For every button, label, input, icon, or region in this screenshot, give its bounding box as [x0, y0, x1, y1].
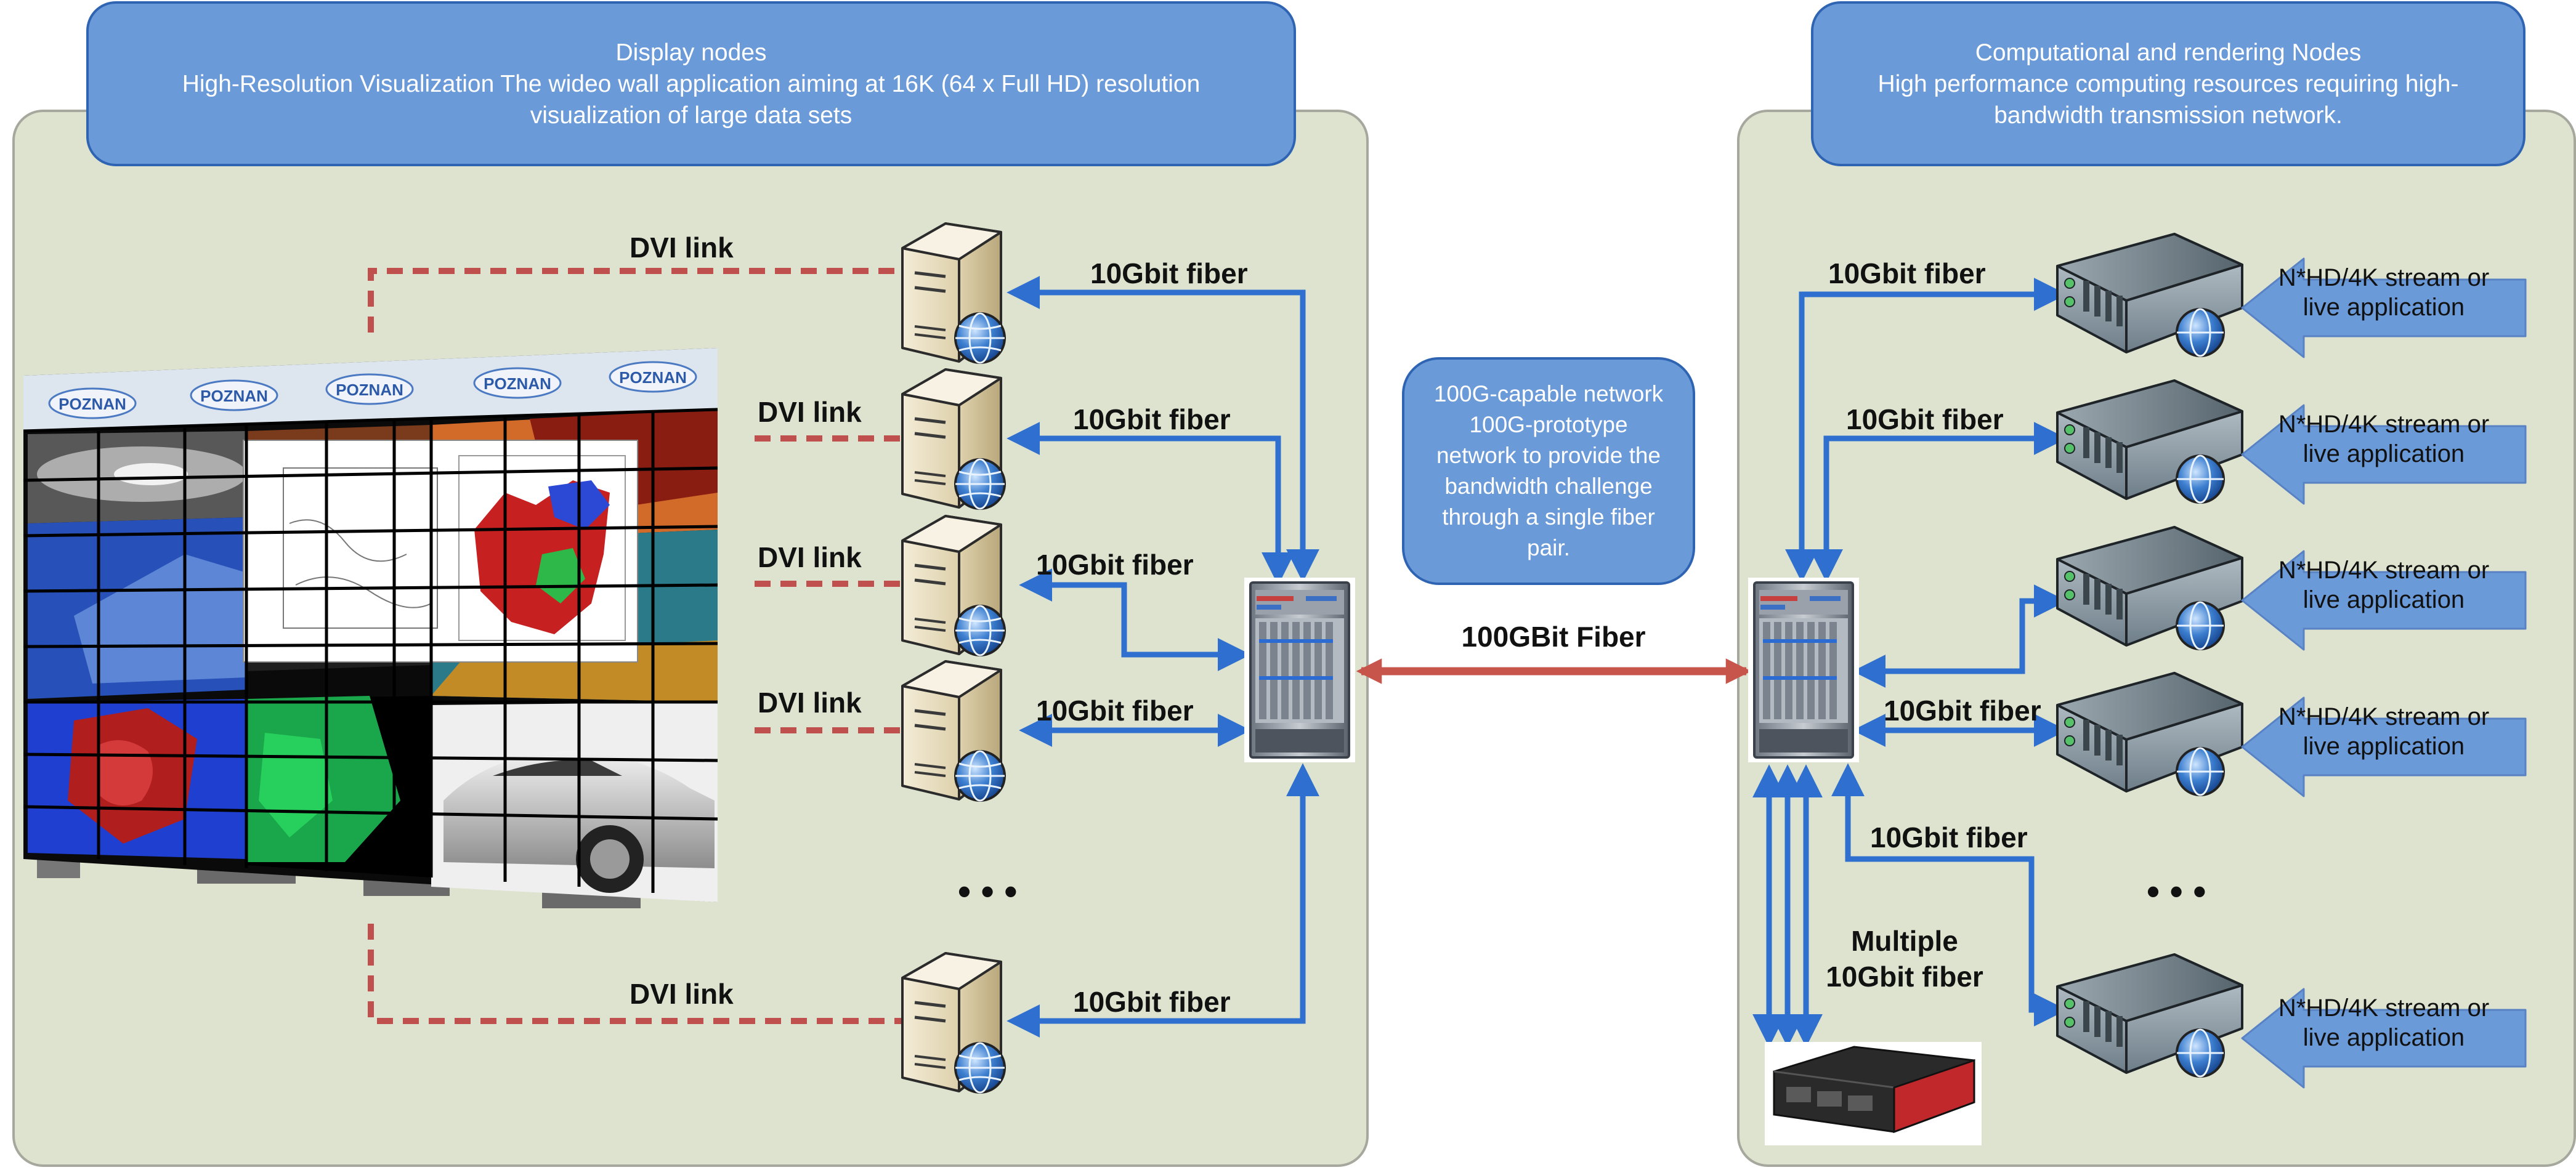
fiber-10g-label: 10Gbit fiber	[1846, 403, 2004, 435]
network-info-text: 100G-capable network 100G-prototype netw…	[1434, 381, 1664, 560]
stream-label: live application	[2303, 733, 2465, 760]
video-wall-image: POZNAN POZNAN POZNAN POZNAN POZNAN	[23, 348, 718, 908]
display-node-pc	[902, 661, 1005, 801]
fiber-10g-label: 10Gbit fiber	[1073, 403, 1231, 435]
stream-label: N*HD/4K stream or	[2278, 994, 2489, 1022]
display-header-line: High-Resolution Visualization The wideo …	[182, 70, 1201, 97]
network-info-line: through a single fiber	[1442, 504, 1655, 530]
display-node-pc	[902, 224, 1005, 363]
wall-logo-text: POZNAN	[336, 381, 403, 399]
stream-label: live application	[2303, 586, 2465, 613]
fiber-10g-label: 10Gbit fiber	[1870, 821, 2028, 853]
network-info-line: bandwidth challenge	[1444, 474, 1652, 499]
stream-label: N*HD/4K stream or	[2278, 411, 2489, 438]
fiber-link-line	[1831, 763, 2067, 1027]
dvi-link-line	[368, 268, 905, 333]
fiber-link-line	[1852, 584, 2067, 688]
dvi-link-label: DVI link	[630, 978, 734, 1010]
fiber-10g-label: 10Gbit fiber	[1090, 257, 1248, 289]
display-node-pc	[902, 953, 1005, 1092]
display-header-title: Display nodes	[615, 39, 767, 66]
fiber-100g-label: 100GBit Fiber	[1461, 621, 1645, 653]
display-header-line: visualization of large data sets	[530, 102, 853, 129]
compute-header-title: Computational and rendering Nodes	[1975, 39, 2362, 66]
storage-device	[1765, 1042, 1982, 1145]
fiber-10g-label: 10Gbit fiber	[1036, 549, 1194, 581]
display-node-pc	[902, 369, 1005, 509]
network-info-line: 100G-prototype	[1469, 412, 1627, 437]
fiber-10g-label: 10Gbit fiber	[1884, 695, 2041, 727]
fiber-links-left	[1007, 276, 1319, 1038]
wall-bezel-grid	[23, 408, 718, 893]
left-switch	[1243, 576, 1356, 764]
fiber-10g-label: 10Gbit fiber	[1036, 695, 1194, 727]
stream-label: live application	[2303, 1024, 2465, 1051]
fiber-10g-label: 10Gbit fiber	[1073, 986, 1231, 1018]
dvi-link-label: DVI link	[758, 687, 862, 719]
compute-header-line: bandwidth transmission network.	[1994, 102, 2343, 129]
network-info-line: 100G-capable network	[1434, 381, 1664, 406]
compute-nodes-header: Computational and rendering Nodes High p…	[1811, 1, 2525, 166]
network-info-box	[1402, 357, 1695, 585]
display-node-pc	[902, 516, 1005, 655]
fiber-link-line	[1007, 276, 1319, 583]
multiple-fiber-label: 10Gbit fiber	[1826, 961, 1983, 993]
dvi-link-label: DVI link	[758, 396, 862, 428]
compute-header-line: High performance computing resources req…	[1877, 70, 2459, 97]
dvi-link-line	[368, 924, 905, 1024]
ellipsis-left: • • •	[958, 871, 1017, 912]
fiber-link-line	[1019, 568, 1251, 671]
wall-logo-text: POZNAN	[59, 395, 126, 413]
multiple-fiber-label: Multiple	[1851, 925, 1958, 957]
fiber-link-line	[1007, 422, 1295, 586]
network-info-line: pair.	[1527, 535, 1570, 560]
dvi-link-label: DVI link	[630, 232, 734, 264]
stream-label: N*HD/4K stream or	[2278, 557, 2489, 584]
dvi-link-label: DVI link	[758, 541, 862, 573]
wall-logos: POZNAN POZNAN POZNAN POZNAN POZNAN	[48, 361, 697, 419]
dvi-links	[368, 268, 905, 1024]
fiber-10g-label: 10Gbit fiber	[1828, 257, 1986, 289]
wall-logo-text: POZNAN	[619, 368, 687, 387]
ellipsis-right: • • •	[2147, 871, 2206, 912]
right-switch	[1747, 576, 1860, 764]
wall-logo-text: POZNAN	[484, 374, 551, 393]
fiber-link-line	[1785, 278, 2067, 583]
fiber-links-right	[1752, 278, 2067, 1047]
network-info-line: network to provide the	[1436, 443, 1661, 468]
stream-label: live application	[2303, 440, 2465, 467]
stream-label: N*HD/4K stream or	[2278, 703, 2489, 730]
stream-label: live application	[2303, 294, 2465, 321]
fiber-link-line	[1007, 763, 1319, 1038]
stream-label: N*HD/4K stream or	[2278, 264, 2489, 291]
wall-logo-text: POZNAN	[200, 387, 268, 405]
display-nodes-header: Display nodes High-Resolution Visualizat…	[86, 1, 1296, 166]
fiber-link-line	[1810, 422, 2067, 583]
